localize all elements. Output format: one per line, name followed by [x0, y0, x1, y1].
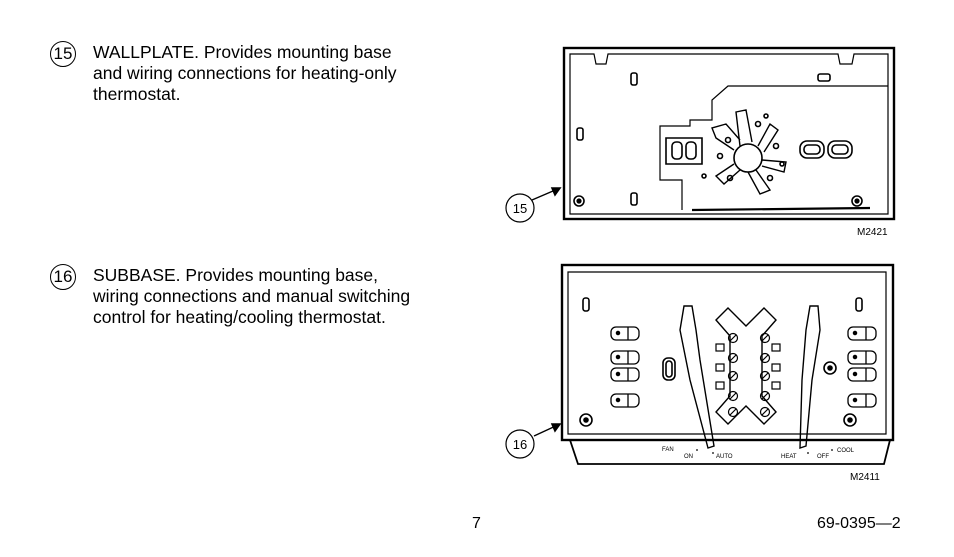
desc-line: control for heating/cooling thermostat. — [93, 307, 386, 327]
desc-line: wiring connections and manual switching — [93, 286, 411, 306]
desc-line: thermostat. — [93, 84, 181, 104]
on-label: ON — [684, 454, 693, 460]
auto-label: AUTO — [716, 454, 733, 460]
callout-16-label: 16 — [513, 437, 527, 452]
callout-15-circle — [505, 193, 535, 223]
desc-line: SUBBASE. Provides mounting base, — [93, 265, 379, 285]
desc-line: WALLPLATE. Provides mounting base — [93, 42, 392, 62]
wallplate-description: WALLPLATE. Provides mounting base and wi… — [93, 42, 397, 105]
subbase-description: SUBBASE. Provides mounting base, wiring … — [93, 265, 410, 328]
item-number-15: 15 — [50, 41, 76, 67]
item-number-16: 16 — [50, 264, 76, 290]
fan-label: FAN — [662, 447, 674, 453]
cool-label: COOL — [837, 448, 855, 454]
off-label: OFF — [817, 454, 829, 460]
figure-code-m2411: M2411 — [850, 472, 880, 483]
callout-15-label: 15 — [513, 201, 527, 216]
heat-label: HEAT — [781, 454, 797, 460]
page-number: 7 — [472, 515, 481, 532]
figure-code-m2421: M2421 — [857, 227, 888, 238]
desc-line: and wiring connections for heating-only — [93, 63, 397, 83]
document-code: 69-0395—2 — [817, 515, 901, 532]
callout-16-circle — [505, 429, 535, 459]
